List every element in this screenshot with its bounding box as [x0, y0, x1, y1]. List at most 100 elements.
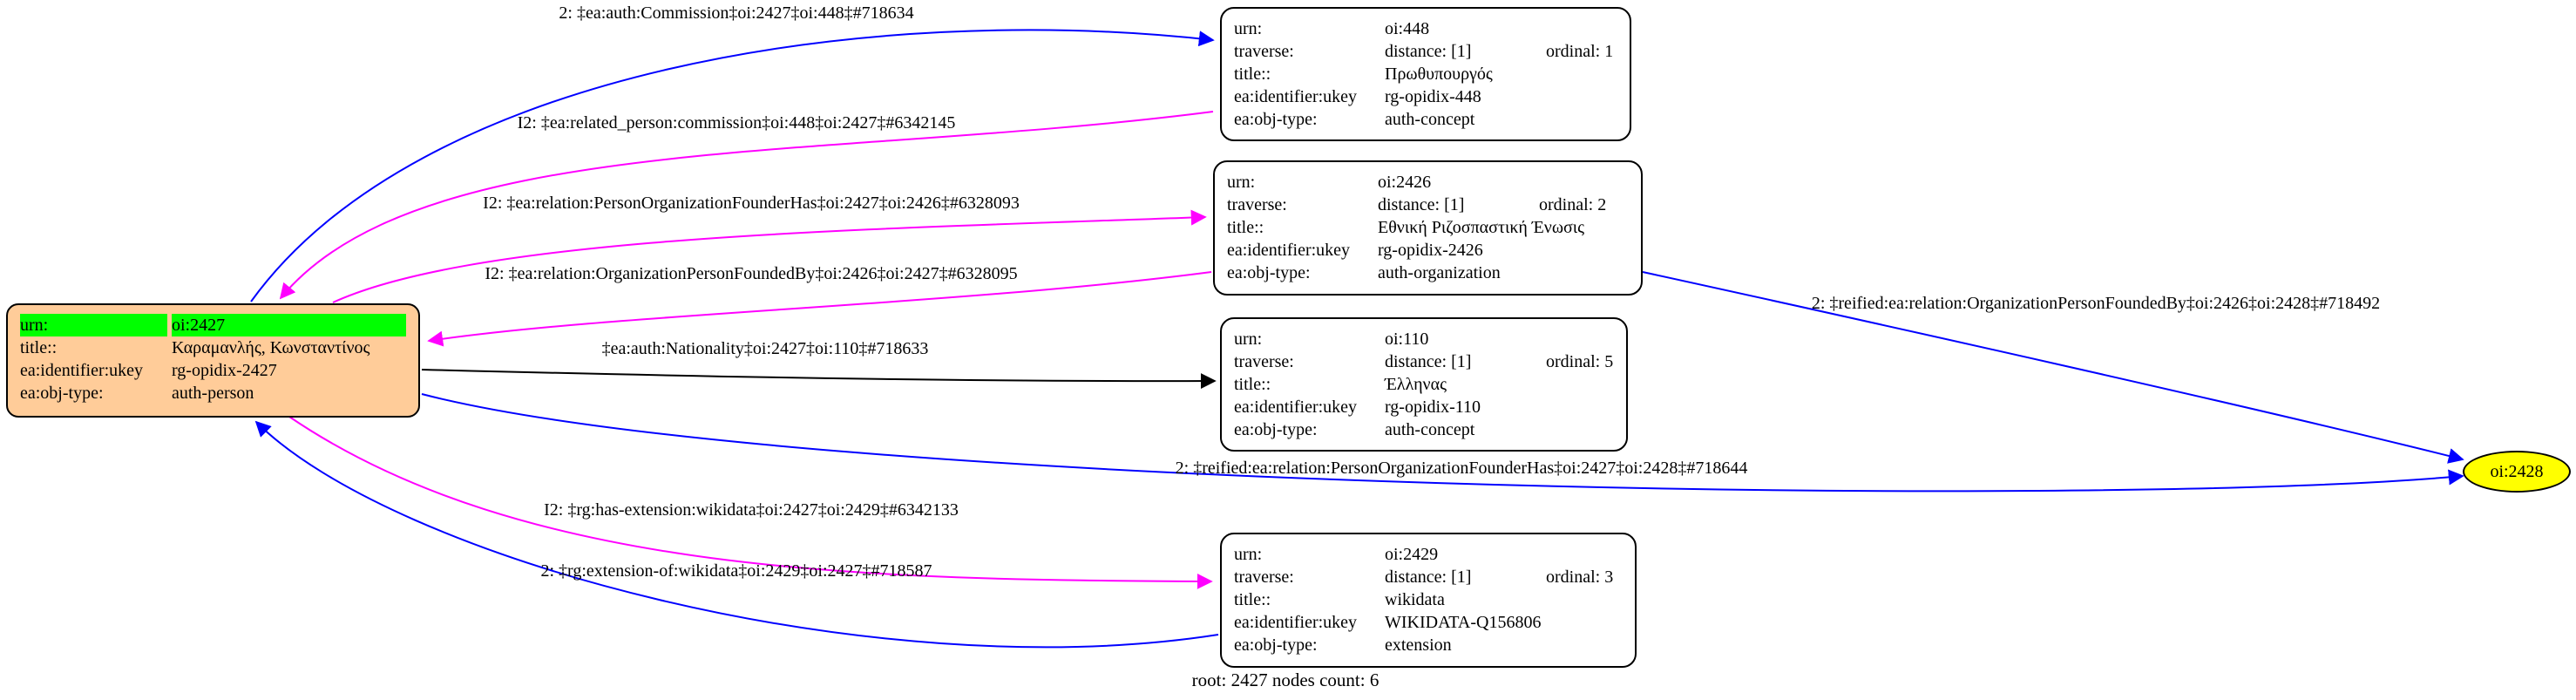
node-oi-110[interactable]: urn: oi:110 traverse: distance: [1] ordin…	[1220, 317, 1628, 452]
edge-label-has-extension-wikidata: I2: ‡rg:has-extension:wikidata‡oi:2427‡o…	[544, 500, 959, 520]
field-value: rg-opidix-110	[1385, 398, 1481, 417]
node-oi-2427[interactable]: urn: oi:2427 title:: Καραμανλής, Κωνσταν…	[6, 303, 420, 418]
ordinal-value: ordinal: 2	[1539, 195, 1607, 214]
field-key: title::	[1234, 590, 1271, 609]
field-key: ea:obj-type:	[1234, 635, 1318, 655]
distance-value: distance: [1]	[1385, 352, 1472, 371]
edge-reified-person-organization-founder-has	[421, 393, 2464, 493]
node-row: title:: Καραμανλής, Κωνσταντίνος	[20, 336, 406, 359]
field-key: urn:	[1234, 19, 1263, 38]
node-row: traverse: distance: [1] ordinal: 2	[1227, 194, 1629, 216]
graph-root-count-label: root: 2427 nodes count: 6	[1191, 669, 1380, 690]
field-value: oi:448	[1385, 19, 1430, 38]
edge-reified-organization-person-founded-by	[1642, 271, 2464, 464]
node-row: ea:obj-type: auth-concept	[1234, 108, 1617, 131]
field-value: rg-opidix-448	[1385, 87, 1481, 106]
field-value: oi:2426	[1378, 173, 1432, 192]
node-label: oi:2428	[2490, 461, 2544, 481]
node-row: urn: oi:2429	[1234, 543, 1623, 566]
node-row: urn: oi:110	[1234, 328, 1614, 350]
field-key: ea:obj-type:	[1227, 263, 1311, 282]
node-oi-2429[interactable]: urn: oi:2429 traverse: distance: [1] ordi…	[1220, 533, 1637, 668]
node-row: title:: Πρωθυπουργός	[1234, 63, 1617, 85]
field-key: traverse:	[1234, 352, 1294, 371]
node-row: ea:identifier:ukey rg-opidix-2427	[20, 359, 406, 382]
node-oi-448[interactable]: urn: oi:448 traverse: distance: [1] ordin…	[1220, 7, 1631, 141]
field-key: ea:obj-type:	[1234, 110, 1318, 129]
edge-related-person-commission	[279, 111, 1214, 300]
field-value: Πρωθυπουργός	[1385, 65, 1493, 84]
field-key: title::	[1234, 375, 1271, 394]
edge-label-auth-commission: 2: ‡ea:auth:Commission‡oi:2427‡oi:448‡#7…	[559, 3, 914, 23]
edge-label-related-person-commission: I2: ‡ea:related_person:commission‡oi:448…	[517, 113, 956, 133]
field-key: title::	[1234, 65, 1271, 84]
field-value: Εθνική Ριζοσπαστική Ένωσις	[1378, 218, 1585, 237]
node-row: ea:obj-type: auth-person	[20, 382, 406, 404]
field-key: ea:obj-type:	[20, 384, 104, 403]
edge-label-reified-organization-person-founded-by: 2: ‡reified:ea:relation:OrganizationPers…	[1811, 294, 2381, 313]
ordinal-value: ordinal: 3	[1546, 567, 1614, 587]
edge-label-organization-person-founded-by: I2: ‡ea:relation:OrganizationPersonFound…	[485, 264, 1018, 283]
edge-auth-commission	[250, 29, 1215, 302]
field-key: urn:	[1227, 173, 1256, 192]
field-value: oi:110	[1385, 330, 1429, 349]
field-value: wikidata	[1385, 590, 1445, 609]
field-value: distance: [1] ordinal: 3	[1385, 566, 1623, 588]
distance-value: distance: [1]	[1385, 42, 1472, 61]
field-value: distance: [1] ordinal: 1	[1385, 40, 1617, 63]
field-value: auth-concept	[1385, 420, 1475, 439]
field-key: title::	[1227, 218, 1264, 237]
field-value: Καραμανλής, Κωνσταντίνος	[172, 338, 370, 357]
node-row: urn: oi:2426	[1227, 171, 1629, 194]
node-row: ea:obj-type: auth-concept	[1234, 418, 1614, 441]
field-key: traverse:	[1227, 195, 1287, 214]
field-key: urn:	[1234, 330, 1263, 349]
node-row: ea:identifier:ukey rg-opidix-2426	[1227, 239, 1629, 262]
edge-label-extension-of-wikidata: 2: ‡rg:extension-of:wikidata‡oi:2429‡oi:…	[540, 561, 932, 581]
node-oi-2426[interactable]: urn: oi:2426 traverse: distance: [1] ordi…	[1213, 160, 1643, 296]
node-row: urn: oi:448	[1234, 17, 1617, 40]
field-value: distance: [1] ordinal: 2	[1378, 194, 1629, 216]
field-key: traverse:	[1234, 42, 1294, 61]
ordinal-value: ordinal: 5	[1546, 352, 1614, 371]
field-key: traverse:	[1234, 567, 1294, 587]
field-key: ea:identifier:ukey	[1234, 613, 1358, 632]
edge-person-organization-founder-has	[332, 209, 1207, 303]
node-row: ea:obj-type: extension	[1234, 634, 1623, 656]
ordinal-value: ordinal: 1	[1546, 42, 1614, 61]
field-value: auth-organization	[1378, 263, 1501, 282]
node-row: title:: Έλληνας	[1234, 373, 1614, 396]
field-value: rg-opidix-2427	[172, 361, 277, 380]
field-value: auth-concept	[1385, 110, 1475, 129]
field-value: oi:2429	[1385, 545, 1439, 564]
field-key: ea:identifier:ukey	[1234, 87, 1358, 106]
field-key: urn:	[20, 314, 167, 336]
field-value: rg-opidix-2426	[1378, 241, 1483, 260]
field-value: Έλληνας	[1385, 375, 1447, 394]
node-oi-2428[interactable]: oi:2428	[2463, 451, 2571, 493]
edge-organization-person-founded-by	[427, 271, 1212, 347]
field-value: oi:2427	[172, 314, 406, 336]
node-row: ea:obj-type: auth-organization	[1227, 262, 1629, 284]
edge-label-reified-person-organization-founder-has: 2: ‡reified:ea:relation:PersonOrganizati…	[1175, 459, 1748, 478]
distance-value: distance: [1]	[1385, 567, 1472, 587]
node-row: title:: Εθνική Ριζοσπαστική Ένωσις	[1227, 216, 1629, 239]
field-value: auth-person	[172, 384, 254, 403]
distance-value: distance: [1]	[1378, 195, 1465, 214]
field-value: WIKIDATA-Q156806	[1385, 613, 1542, 632]
field-value: extension	[1385, 635, 1452, 655]
node-row: urn: oi:2427	[20, 314, 406, 336]
node-row: ea:identifier:ukey rg-opidix-110	[1234, 396, 1614, 418]
edge-label-person-organization-founder-has: I2: ‡ea:relation:PersonOrganizationFound…	[483, 194, 1020, 213]
edge-label-auth-nationality: ‡ea:auth:Nationality‡oi:2427‡oi:110‡#718…	[601, 339, 929, 358]
node-row: ea:identifier:ukey WIKIDATA-Q156806	[1234, 611, 1623, 634]
node-row: ea:identifier:ukey rg-opidix-448	[1234, 85, 1617, 108]
edge-has-extension-wikidata	[288, 416, 1213, 589]
field-key: ea:identifier:ukey	[20, 361, 144, 380]
edge-extension-of-wikidata	[254, 420, 1219, 649]
field-key: title::	[20, 338, 58, 357]
edge-auth-nationality	[421, 369, 1217, 390]
field-value: distance: [1] ordinal: 5	[1385, 350, 1614, 373]
